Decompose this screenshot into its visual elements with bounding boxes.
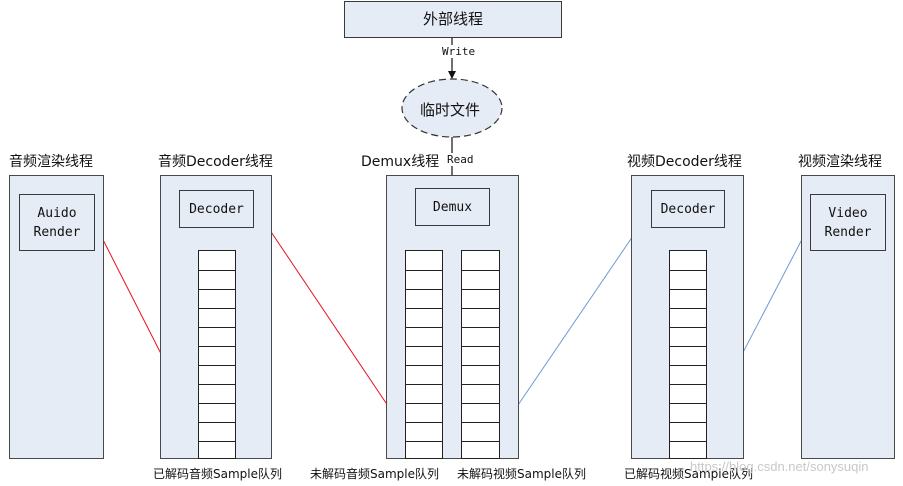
- undecoded-video-queue: [461, 250, 500, 459]
- queue-slot-divider: [199, 346, 235, 347]
- decoded-video-queue: [669, 250, 707, 459]
- queue-slot-divider: [406, 422, 442, 423]
- decoded-audio-queue: [198, 250, 236, 459]
- queue-slot-divider: [199, 289, 235, 290]
- audio-decoder-thread-title: 音频Decoder线程: [158, 154, 273, 170]
- queue-slot-divider: [406, 270, 442, 271]
- queue-slot-divider: [406, 365, 442, 366]
- external-thread-box: 外部线程: [344, 1, 562, 38]
- queue-slot-divider: [406, 403, 442, 404]
- queue-slot-divider: [670, 441, 706, 442]
- demux-thread-title: Demux线程: [361, 154, 440, 170]
- video-render-box: Video Render: [810, 194, 886, 251]
- queue-slot-divider: [462, 327, 499, 328]
- undecoded-audio-queue-label: 未解码音频Sample队列: [310, 467, 439, 481]
- queue-slot-divider: [670, 289, 706, 290]
- undecoded-audio-queue: [405, 250, 443, 459]
- queue-slot-divider: [199, 327, 235, 328]
- queue-slot-divider: [670, 403, 706, 404]
- watermark: https://blog.csdn.net/sonysuqin: [690, 459, 869, 474]
- queue-slot-divider: [199, 270, 235, 271]
- temp-file-label: 临时文件: [420, 101, 481, 119]
- queue-slot-divider: [406, 441, 442, 442]
- video-decoder-box: Decoder: [651, 190, 725, 228]
- audio-render-box: Auido Render: [19, 194, 95, 251]
- queue-slot-divider: [670, 327, 706, 328]
- queue-slot-divider: [406, 346, 442, 347]
- video-render-box-label: Video Render: [824, 205, 872, 240]
- decoded-video-queue-label: 已解码视频Sample队列: [624, 467, 753, 481]
- video-decoder-box-label: Decoder: [660, 201, 716, 217]
- queue-slot-divider: [462, 384, 499, 385]
- external-thread-label: 外部线程: [422, 10, 483, 28]
- queue-slot-divider: [462, 441, 499, 442]
- queue-slot-divider: [462, 403, 499, 404]
- queue-slot-divider: [670, 384, 706, 385]
- queue-slot-divider: [462, 270, 499, 271]
- queue-slot-divider: [406, 327, 442, 328]
- read-label: Read: [446, 153, 475, 166]
- queue-slot-divider: [199, 403, 235, 404]
- queue-slot-divider: [670, 308, 706, 309]
- temp-file-ellipse: [401, 78, 503, 138]
- queue-slot-divider: [199, 422, 235, 423]
- video-decoder-thread-title: 视频Decoder线程: [627, 154, 742, 170]
- video-render-thread-title: 视频渲染线程: [798, 154, 882, 170]
- queue-slot-divider: [199, 384, 235, 385]
- queue-slot-divider: [670, 346, 706, 347]
- queue-slot-divider: [670, 422, 706, 423]
- queue-slot-divider: [462, 422, 499, 423]
- queue-slot-divider: [199, 441, 235, 442]
- queue-slot-divider: [670, 270, 706, 271]
- queue-slot-divider: [462, 365, 499, 366]
- queue-slot-divider: [670, 365, 706, 366]
- undecoded-video-queue-label: 未解码视频Sample队列: [457, 467, 586, 481]
- demux-box-label: Demux: [432, 199, 473, 215]
- queue-slot-divider: [406, 384, 442, 385]
- audio-render-thread-title: 音频渲染线程: [9, 154, 93, 170]
- write-label: Write: [441, 45, 477, 58]
- queue-slot-divider: [462, 346, 499, 347]
- queue-slot-divider: [462, 308, 499, 309]
- audio-decoder-box: Decoder: [179, 190, 254, 228]
- audio-decoder-box-label: Decoder: [189, 201, 244, 217]
- audio-render-box-label: Auido Render: [33, 205, 81, 240]
- queue-slot-divider: [199, 308, 235, 309]
- queue-slot-divider: [462, 289, 499, 290]
- queue-slot-divider: [406, 289, 442, 290]
- queue-slot-divider: [199, 365, 235, 366]
- demux-box: Demux: [415, 188, 490, 226]
- decoded-audio-queue-label: 已解码音频Sample队列: [153, 467, 282, 481]
- queue-slot-divider: [406, 308, 442, 309]
